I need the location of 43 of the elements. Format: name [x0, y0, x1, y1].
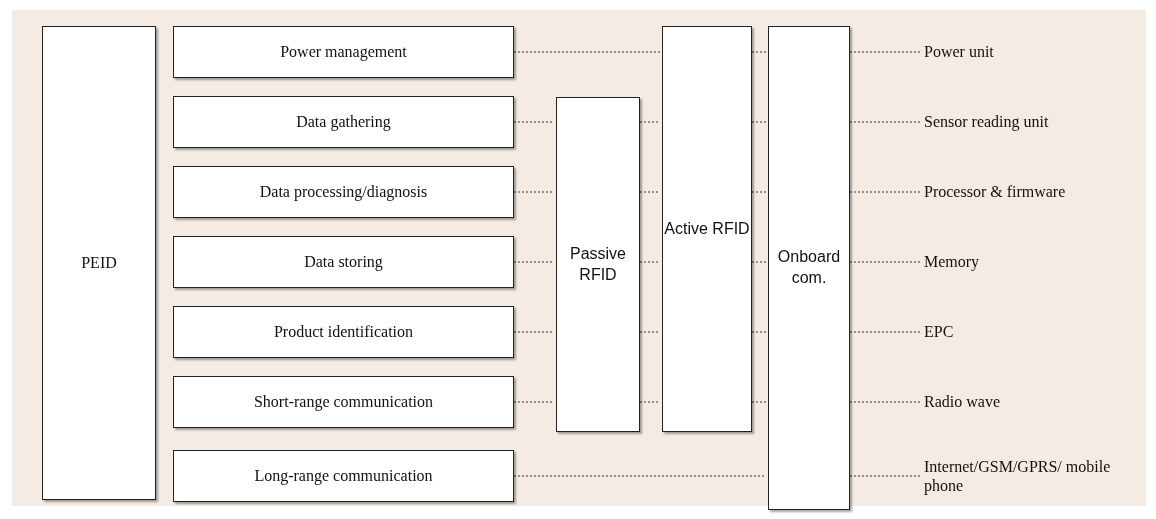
dotted-connector: [513, 331, 555, 333]
process-box: Data processing/diagnosis: [173, 166, 514, 218]
text-label: Sensor reading unit: [924, 106, 1144, 138]
dotted-connector: [849, 121, 923, 123]
dotted-connector: [639, 191, 661, 193]
dotted-connector: [513, 401, 555, 403]
dotted-connector: [849, 331, 923, 333]
text-label: EPC: [924, 316, 1144, 348]
text-label: Memory: [924, 246, 1144, 278]
dotted-connector: [751, 401, 767, 403]
text-label: Radio wave: [924, 386, 1144, 418]
dotted-connector: [849, 475, 923, 477]
dotted-connector: [513, 191, 555, 193]
dotted-connector: [751, 51, 767, 53]
process-box: Onboard com.: [768, 26, 850, 510]
dotted-connector: [513, 475, 767, 477]
process-box: PEID: [42, 26, 156, 500]
dotted-connector: [513, 51, 661, 53]
process-box: Short-range communication: [173, 376, 514, 428]
dotted-connector: [639, 331, 661, 333]
process-box: Active RFID: [662, 26, 752, 432]
process-box: Data storing: [173, 236, 514, 288]
dotted-connector: [639, 121, 661, 123]
process-box: Product identification: [173, 306, 514, 358]
dotted-connector: [751, 331, 767, 333]
dotted-connector: [513, 121, 555, 123]
process-box: Data gathering: [173, 96, 514, 148]
dotted-connector: [849, 51, 923, 53]
dotted-connector: [751, 191, 767, 193]
dotted-connector: [751, 121, 767, 123]
text-label: Processor & firmware: [924, 176, 1144, 208]
text-label: Internet/GSM/GPRS/ mobile phone: [924, 450, 1144, 502]
dotted-connector: [849, 401, 923, 403]
process-box: Long-range communication: [173, 450, 514, 502]
process-box: Power management: [173, 26, 514, 78]
text-label: Power unit: [924, 36, 1144, 68]
dotted-connector: [849, 261, 923, 263]
dotted-connector: [751, 261, 767, 263]
dotted-connector: [849, 191, 923, 193]
dotted-connector: [639, 401, 661, 403]
process-box: Passive RFID: [556, 97, 640, 432]
dotted-connector: [513, 261, 555, 263]
dotted-connector: [639, 261, 661, 263]
